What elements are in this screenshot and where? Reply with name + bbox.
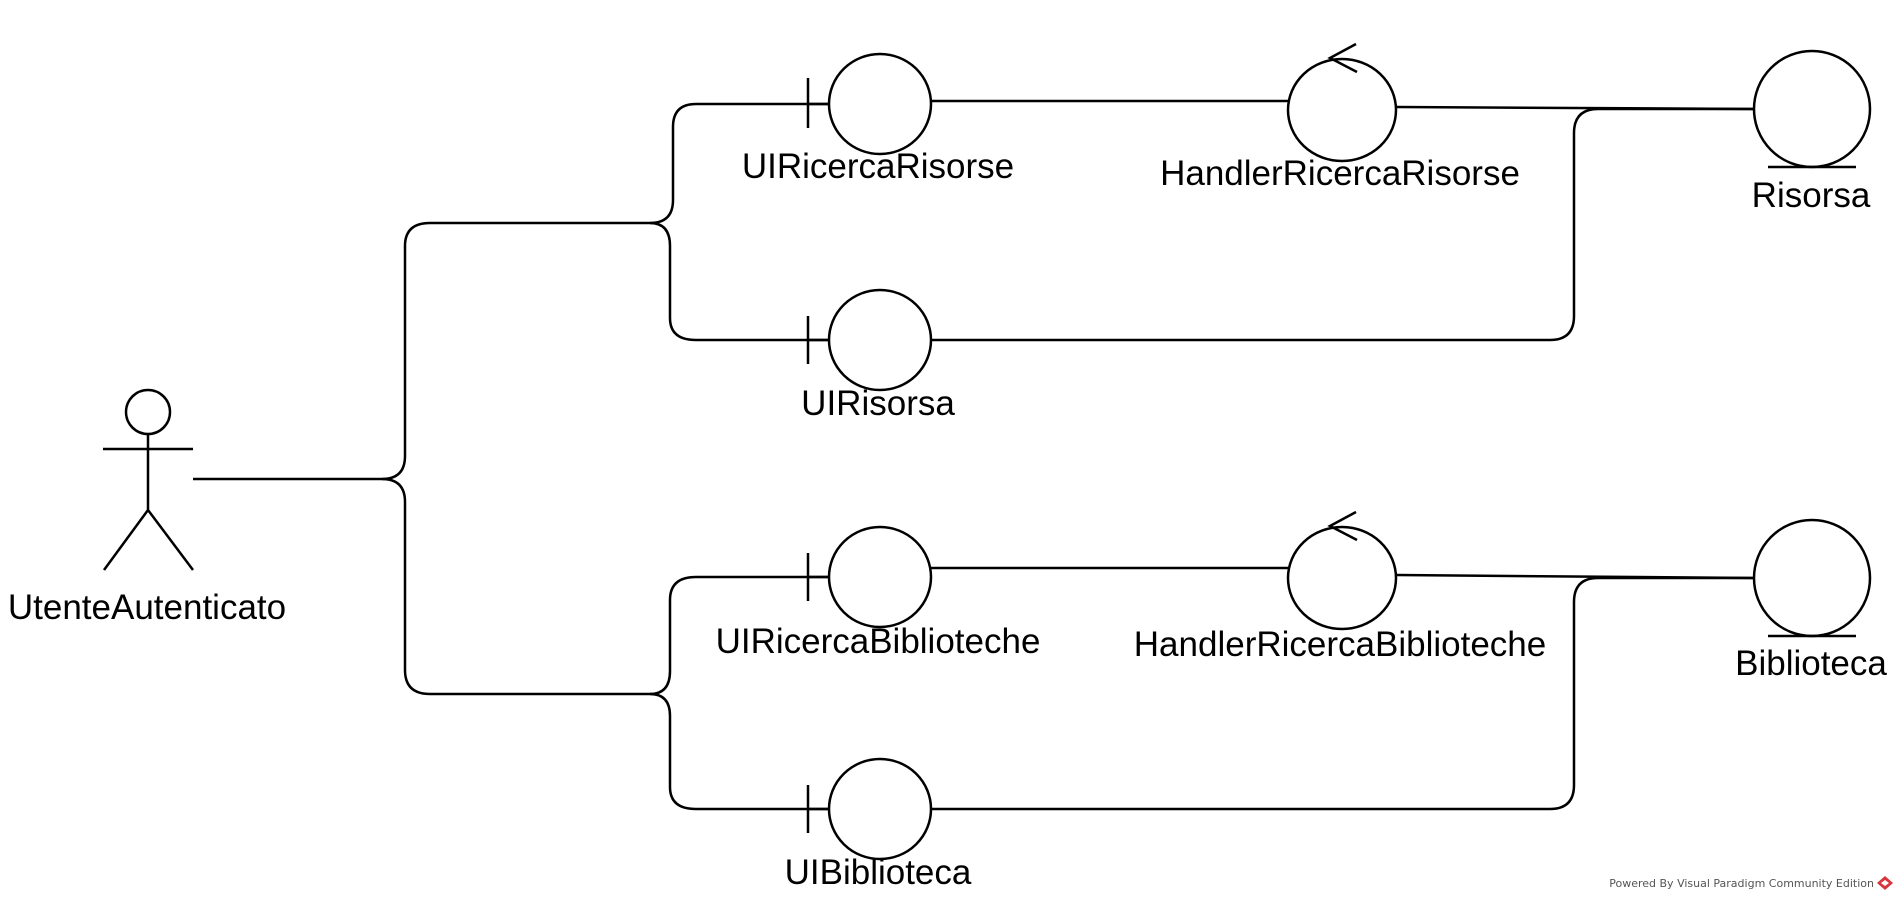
footer-text: Powered By Visual Paradigm Community Edi… [1609, 877, 1874, 890]
boundary-label: UIRisorsa [801, 384, 955, 423]
boundary-bar [806, 78, 829, 128]
control-handler-ricerca-risorse[interactable]: HandlerRicercaRisorse [1160, 42, 1520, 193]
boundary-label: UIRicercaBiblioteche [716, 622, 1041, 661]
visual-paradigm-logo-inner [1881, 880, 1889, 886]
boundary-label: UIRicercaRisorse [742, 147, 1014, 186]
boundary-ui-biblioteca[interactable]: UIBiblioteca [785, 757, 972, 892]
connector-ui-biblioteca-to-biblioteca [930, 576, 1754, 811]
actor-head [124, 388, 172, 436]
boundary-circle [827, 757, 933, 861]
connector-to-ui-biblioteca [649, 692, 830, 811]
boundary-circle [827, 525, 933, 629]
boundary-bar [806, 553, 829, 601]
connector-actor-to-branches [193, 102, 830, 481]
entity-risorsa[interactable]: Risorsa [1752, 49, 1872, 215]
boundary-ui-ricerca-risorse[interactable]: UIRicercaRisorse [742, 52, 1014, 186]
connector-actor-to-biblioteche-branch [381, 477, 830, 696]
control-label: HandlerRicercaBiblioteche [1134, 625, 1546, 664]
connector-to-ui-risorsa [649, 221, 830, 342]
boundary-label: UIBiblioteca [785, 853, 972, 892]
control-label: HandlerRicercaRisorse [1160, 154, 1520, 193]
connectors [193, 99, 1755, 811]
actor-label: UtenteAutenticato [8, 588, 286, 627]
control-arrow [1327, 510, 1358, 542]
boundary-bar [806, 785, 829, 833]
boundary-circle [827, 52, 933, 156]
actor-utente-autenticato[interactable]: UtenteAutenticato [8, 388, 286, 627]
footer-watermark: Powered By Visual Paradigm Community Edi… [1609, 876, 1893, 890]
actor-body [102, 434, 194, 571]
connector-ui-risorsa-to-risorsa [930, 107, 1754, 342]
entity-label: Risorsa [1752, 176, 1871, 215]
boundary-circle [827, 288, 933, 392]
entity-circle [1752, 49, 1872, 169]
boundary-ui-risorsa[interactable]: UIRisorsa [801, 288, 955, 423]
control-handler-ricerca-biblioteche[interactable]: HandlerRicercaBiblioteche [1134, 510, 1546, 664]
entity-biblioteca[interactable]: Biblioteca [1735, 518, 1887, 683]
entity-circle [1752, 518, 1872, 638]
control-arrow [1327, 42, 1358, 74]
boundary-bar [806, 316, 829, 364]
control-circle [1286, 57, 1398, 163]
control-circle [1286, 525, 1398, 631]
entity-label: Biblioteca [1735, 644, 1887, 683]
boundary-ui-ricerca-biblioteche[interactable]: UIRicercaBiblioteche [716, 525, 1041, 661]
